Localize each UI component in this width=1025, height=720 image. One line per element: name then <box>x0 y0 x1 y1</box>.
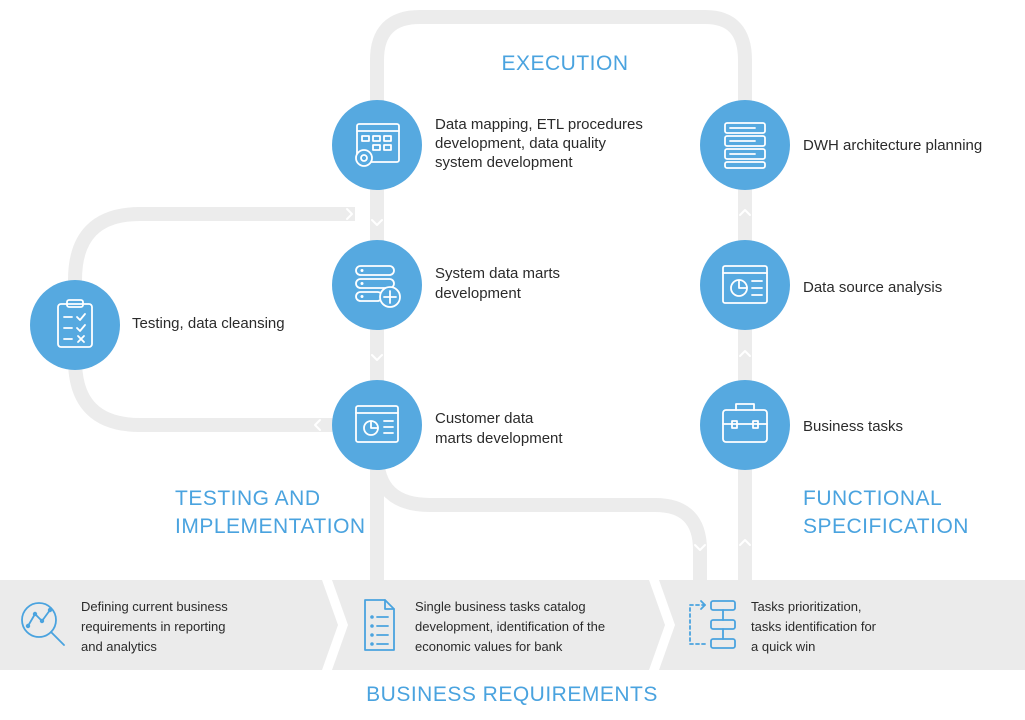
server-stack-icon <box>724 122 766 169</box>
node-label-line1: Business tasks <box>803 418 903 435</box>
testing-stage-label-line2: IMPLEMENTATION <box>175 515 366 538</box>
node-label-line2: marts development <box>435 430 563 447</box>
strip-item-1-line1: Defining current business <box>81 599 228 614</box>
functional-stage-label-line2: SPECIFICATION <box>803 515 969 538</box>
node-business-tasks: Business tasks <box>700 380 903 470</box>
functional-stage-label-line1: FUNCTIONAL <box>803 487 942 510</box>
node-label-line2: development, data quality <box>435 135 606 152</box>
execution-stage-label: EXECUTION <box>501 52 628 75</box>
strip-item-3-line1: Tasks prioritization, <box>751 599 862 614</box>
node-testing-data-cleansing: Testing, data cleansing <box>30 280 285 370</box>
chart-window-icon <box>722 265 768 304</box>
node-label-line1: System data marts <box>435 265 560 282</box>
node-system-data-marts: System data marts development <box>332 240 560 330</box>
return-to-strip-track <box>370 454 707 580</box>
business-requirements-strip: Defining current business requirements i… <box>0 580 1025 670</box>
strip-item-2-line2: development, identification of the <box>415 619 605 634</box>
node-data-source-analysis: Data source analysis <box>700 240 942 330</box>
node-label-line3: system development <box>435 154 573 171</box>
node-circle <box>700 380 790 470</box>
strip-item-1-line2: requirements in reporting <box>81 619 226 634</box>
node-circle <box>30 280 120 370</box>
node-label-line1: Data mapping, ETL procedures <box>435 116 643 133</box>
strip-segment-2 <box>332 580 665 670</box>
flow-priority-icon <box>689 600 736 649</box>
strip-segment-1 <box>0 580 338 670</box>
node-label-line1: Testing, data cleansing <box>132 315 285 332</box>
node-customer-data-marts: Customer data marts development <box>332 380 563 470</box>
etl-gear-icon <box>355 123 400 167</box>
clipboard-checklist-icon <box>57 299 93 348</box>
strip-item-3-line2: tasks identification for <box>751 619 877 634</box>
database-plus-icon <box>355 265 401 308</box>
node-circle <box>700 100 790 190</box>
node-label-line2: development <box>435 285 522 302</box>
strip-item-2-line3: economic values for bank <box>415 639 563 654</box>
node-circle <box>332 240 422 330</box>
business-requirements-stage-label: BUSINESS REQUIREMENTS <box>366 683 658 706</box>
strip-item-2-line1: Single business tasks catalog <box>415 599 586 614</box>
document-list-icon <box>364 599 395 651</box>
strip-item-1-line3: and analytics <box>81 639 157 654</box>
briefcase-icon <box>722 403 768 443</box>
node-label-line1: Data source analysis <box>803 279 942 296</box>
execution-loop-track <box>370 10 752 580</box>
strip-segment-3 <box>659 580 1025 670</box>
magnifier-analytics-icon <box>21 602 65 646</box>
strip-item-3-line3: a quick win <box>751 639 815 654</box>
node-label-line1: DWH architecture planning <box>803 137 982 154</box>
dashboard-window-icon <box>355 405 399 443</box>
node-label-line1: Customer data <box>435 410 534 427</box>
node-circle <box>700 240 790 330</box>
node-dwh-architecture-planning: DWH architecture planning <box>700 100 982 190</box>
node-data-mapping: Data mapping, ETL procedures development… <box>332 100 643 190</box>
testing-stage-label-line1: TESTING AND <box>175 487 321 510</box>
